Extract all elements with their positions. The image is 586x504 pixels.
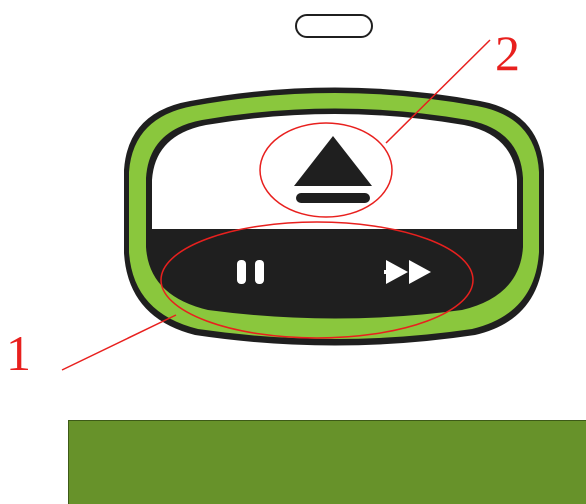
- callout-2-label: 2: [495, 28, 520, 78]
- callout-1-leader-line: [62, 315, 176, 370]
- callout-1-label: 1: [6, 328, 31, 378]
- hanging-hook: [296, 15, 372, 37]
- green-bar: [68, 420, 586, 504]
